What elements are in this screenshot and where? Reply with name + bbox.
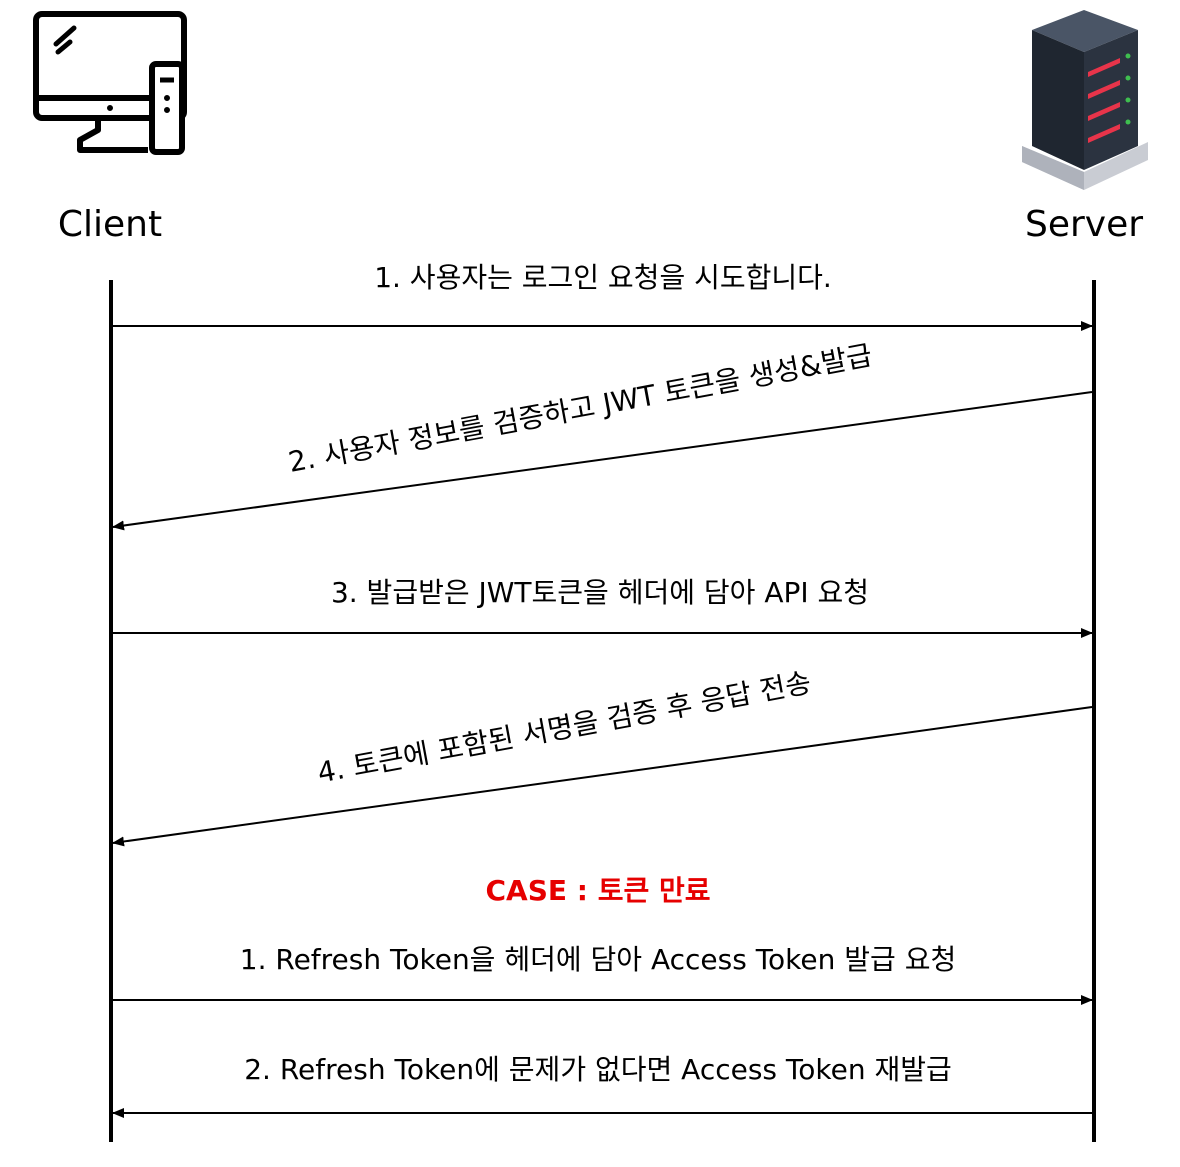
message-label-6: 2. Refresh Token에 문제가 없다면 Access Token 재…: [244, 1053, 952, 1086]
message-label-3: 3. 발급받은 JWT토큰을 헤더에 담아 API 요청: [331, 576, 869, 609]
server-rack-icon: [1022, 10, 1148, 190]
message-label-1: 1. 사용자는 로그인 요청을 시도합니다.: [374, 261, 832, 294]
message-label-5: 1. Refresh Token을 헤더에 담아 Access Token 발급…: [240, 943, 956, 976]
case-label: CASE : 토큰 만료: [486, 874, 711, 907]
desktop-computer-icon: [33, 11, 187, 155]
message-arrow-4: [112, 706, 1093, 847]
server-label: Server: [1025, 204, 1143, 245]
message-label-2: 2. 사용자 정보를 검증하고 JWT 토큰을 생성&발급: [286, 338, 875, 478]
message-label-4: 4. 토큰에 포함된 서명을 검증 후 응답 전송: [315, 666, 814, 790]
message-arrow-2: [112, 391, 1093, 531]
client-label: Client: [58, 204, 162, 245]
